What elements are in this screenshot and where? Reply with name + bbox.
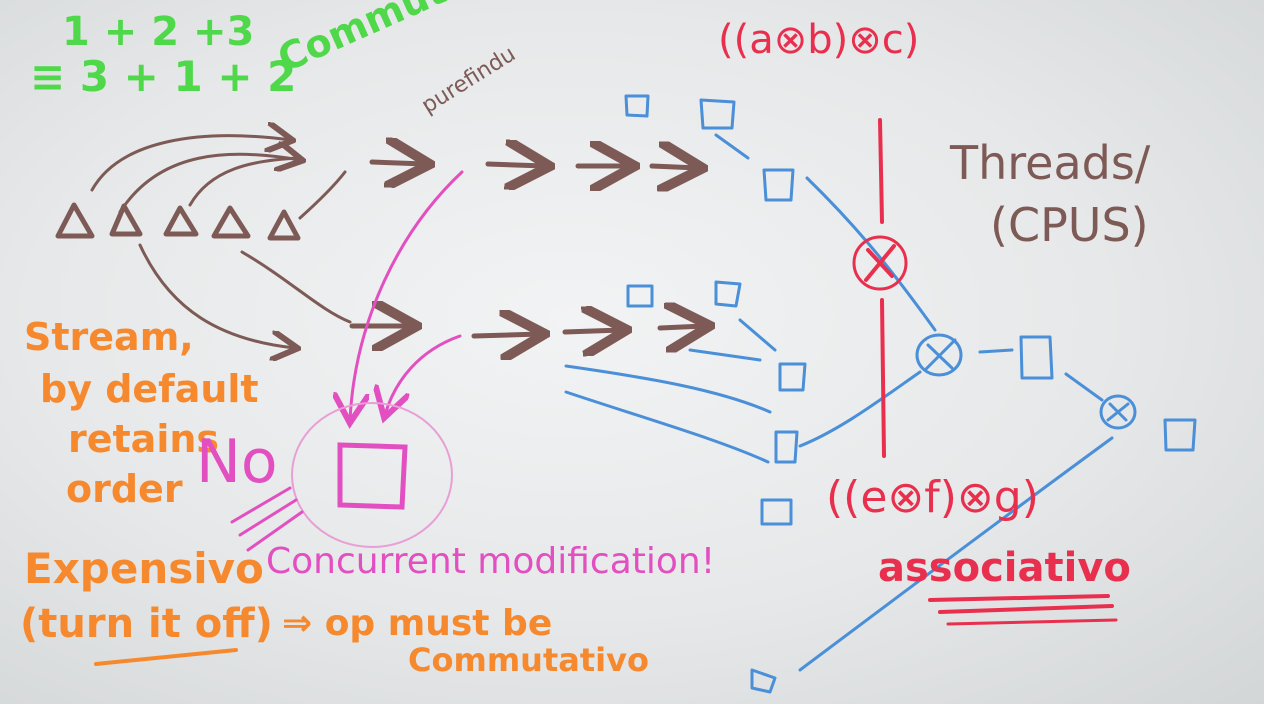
triangle-element [163, 205, 199, 237]
triangle-element [109, 203, 143, 237]
bottom-pipeline [349, 326, 705, 336]
stream-note-line4: order [66, 467, 183, 511]
concurrent-modification-label: Concurrent modification! [266, 541, 716, 582]
partial-results [564, 94, 1197, 694]
reorder-arrows [90, 136, 352, 348]
underlines [94, 594, 1118, 666]
triangle-element [211, 205, 251, 239]
assoc-top-expression: ((a⊗b)⊗c) [718, 17, 920, 63]
threads-label: Threads/ [950, 136, 1151, 190]
stream-note-line2: by default [40, 367, 259, 411]
concurrent-arrows [350, 170, 464, 420]
shared-collection [230, 402, 453, 552]
triangle-element [55, 202, 95, 239]
source-elements [55, 202, 301, 241]
thread-separator [852, 118, 908, 458]
turn-off-label: (turn it off) [20, 601, 273, 647]
op-must-be-label: ⇒ op must be [282, 603, 553, 644]
cpus-label: (CPUS) [990, 198, 1149, 252]
top-pipeline [369, 162, 698, 168]
commutative-requirement-label: Commutativo [408, 641, 649, 679]
stream-note-line1: Stream, [24, 315, 194, 359]
associative-label: associativo [878, 545, 1131, 591]
assoc-bottom-expression: ((e⊗f)⊗g) [826, 472, 1039, 523]
sum-expression-1: 1 + 2 +3 [62, 9, 255, 55]
stream-note-line3: retains [68, 417, 220, 461]
expensive-label: Expensivo [24, 544, 264, 593]
sum-expression-2: ≡ 3 + 1 + 2 [30, 52, 297, 101]
no-label: No [196, 427, 278, 497]
triangle-element [267, 209, 301, 241]
